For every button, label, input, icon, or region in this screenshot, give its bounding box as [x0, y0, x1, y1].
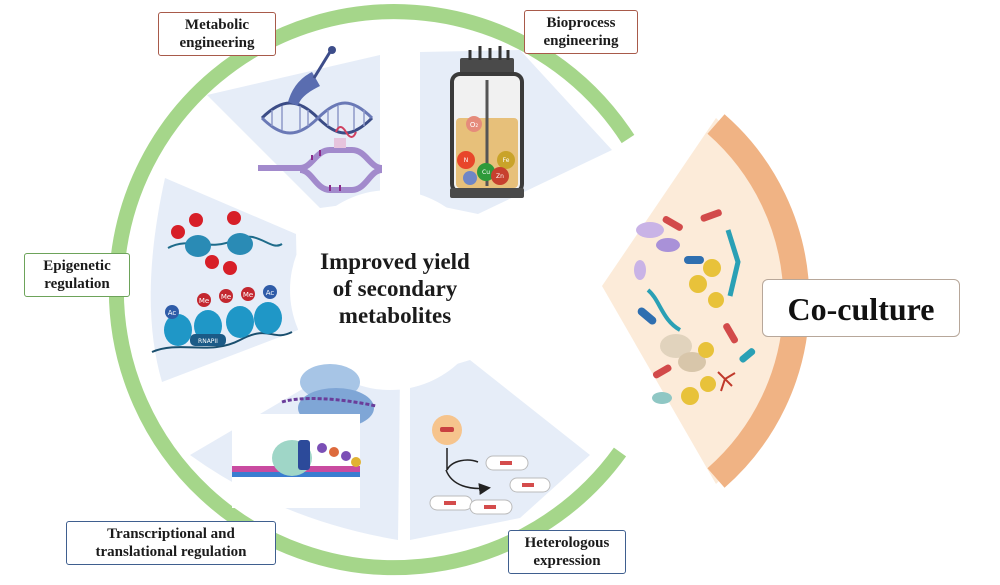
svg-text:O₂: O₂: [470, 121, 479, 129]
svg-text:Me: Me: [243, 291, 253, 299]
crispr-complex-icon: [258, 126, 383, 193]
svg-text:Me: Me: [221, 293, 231, 301]
svg-text:Cu: Cu: [482, 169, 490, 176]
svg-text:Ac: Ac: [168, 309, 177, 317]
histone-acetylation-icon: Ac Me Me Me Ac RNAPII: [151, 285, 293, 353]
heterologous-line-1: Heterologous: [524, 535, 610, 551]
svg-text:RNAPII: RNAPII: [198, 338, 218, 345]
svg-text:Me: Me: [199, 297, 209, 305]
epigenetic-line-1: Epigenetic: [43, 258, 111, 274]
svg-text:N: N: [464, 157, 469, 164]
center-line-3: metabolites: [338, 303, 452, 328]
gene-editing-hand-icon: [288, 46, 336, 106]
transcription-complex-icon: [232, 414, 361, 508]
heterologous-host-icon: [432, 415, 491, 495]
dna-helix-icon: [260, 101, 374, 135]
segment-heterologous: [410, 360, 590, 540]
transcriptional-line-2: translational regulation: [95, 544, 247, 560]
coculture-label: Co-culture: [762, 279, 960, 337]
segment-epigenetic: [150, 178, 298, 382]
epigenetic-line-2: regulation: [44, 276, 110, 292]
coculture-microbes-icon: [634, 209, 756, 405]
center-title: Improved yield of secondary metabolites: [300, 248, 490, 329]
nucleosome-methylation-icon: [167, 211, 283, 275]
svg-text:Fe: Fe: [503, 157, 510, 164]
epigenetic-regulation-label: Epigenetic regulation: [24, 253, 130, 297]
metabolic-line-1: Metabolic: [184, 17, 250, 33]
coculture-wedge: [602, 118, 796, 484]
expression-cells-icon: [429, 455, 551, 515]
svg-text:Ac: Ac: [266, 289, 275, 297]
bioprocess-line-2: engineering: [543, 33, 619, 49]
center-line-1: Improved yield: [320, 249, 470, 274]
transcriptional-line-1: Transcriptional and: [107, 526, 235, 542]
transcriptional-regulation-label: Transcriptional and translational regula…: [66, 521, 276, 565]
metabolic-engineering-label: Metabolic engineering: [158, 12, 276, 56]
bioprocess-engineering-label: Bioprocess engineering: [524, 10, 638, 54]
center-line-2: of secondary: [332, 276, 458, 301]
heterologous-expression-label: Heterologous expression: [508, 530, 626, 574]
o2-bubble-icon: O₂: [466, 116, 482, 132]
metabolic-line-2: engineering: [179, 35, 255, 51]
center-circle: [290, 190, 490, 390]
svg-text:Zn: Zn: [496, 173, 504, 180]
bioprocess-line-1: Bioprocess: [546, 15, 616, 31]
heterologous-line-2: expression: [533, 553, 601, 569]
nutrient-ion-icons: N Cu Fe Zn: [457, 151, 515, 185]
